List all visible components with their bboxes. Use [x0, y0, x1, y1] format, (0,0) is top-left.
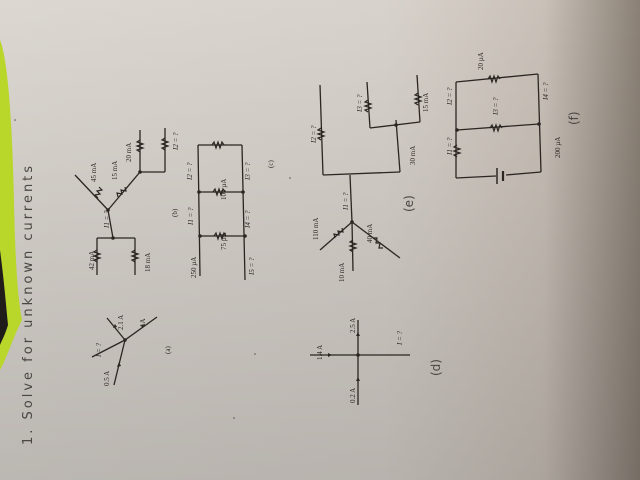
svg-text:15 mA: 15 mA — [422, 93, 430, 112]
circuit-d: 1.4 A 2.5 A 0.2 A I = ? (d) — [310, 318, 443, 405]
circuit-a: 0.5 A 2.1 A 1A I = ? (a) — [91, 315, 172, 386]
svg-text:18 mA: 18 mA — [144, 253, 152, 272]
svg-text:I2 = ?: I2 = ? — [446, 87, 454, 106]
svg-text:110 mA: 110 mA — [312, 218, 320, 241]
highlighter-edge — [0, 40, 22, 370]
svg-text:I2 = ?: I2 = ? — [172, 132, 180, 151]
heading: 1. Solve for unknown currents — [21, 163, 36, 445]
svg-text:100 µA: 100 µA — [220, 179, 228, 200]
svg-text:42 mA: 42 mA — [88, 251, 96, 270]
svg-text:1.4 A: 1.4 A — [316, 345, 324, 360]
svg-text:I = ?: I = ? — [95, 342, 103, 358]
svg-text:I5 = ?: I5 = ? — [248, 257, 256, 276]
svg-text:I3 = ?: I3 = ? — [492, 97, 500, 116]
svg-text:1A: 1A — [139, 318, 147, 327]
dark-binder-edge — [0, 250, 8, 345]
circuit-b-label: (b) — [171, 208, 179, 217]
circuit-b: 42 mA 18 mA 45 mA 15 mA 20 mA I1 = ? I2 … — [74, 128, 180, 275]
svg-text:250 µA: 250 µA — [190, 257, 198, 278]
svg-text:2.5 A: 2.5 A — [349, 318, 357, 333]
svg-text:I1 = ?: I1 = ? — [446, 137, 454, 156]
svg-text:I3 = ?: I3 = ? — [244, 162, 252, 181]
stray-mark — [14, 119, 16, 121]
circuit-d-label: (d) — [429, 359, 443, 376]
circuit-f: 20 µA 200 µA I1 = ? I2 = ? I3 = ? I4 = ?… — [446, 52, 581, 184]
svg-text:2.1 A: 2.1 A — [117, 315, 125, 330]
svg-text:0.2 A: 0.2 A — [349, 388, 357, 403]
svg-text:I2 = ?: I2 = ? — [186, 162, 194, 181]
svg-text:20 mA: 20 mA — [125, 143, 133, 162]
svg-text:20 µA: 20 µA — [477, 52, 485, 70]
svg-text:10 mA: 10 mA — [338, 263, 346, 282]
svg-text:15 mA: 15 mA — [111, 161, 119, 180]
svg-text:I4 = ?: I4 = ? — [542, 82, 550, 101]
circuit-a-label: (a) — [164, 346, 172, 354]
circuit-e: 110 mA 10 mA 40 mA 30 mA 15 mA I1 = ? I2… — [310, 74, 430, 282]
svg-text:I1 = ?: I1 = ? — [187, 207, 195, 226]
circuit-c: 250 µA 75 µA 100 µA I1 = ? I2 = ? I3 = ?… — [186, 140, 275, 281]
svg-text:75 µA: 75 µA — [220, 232, 228, 250]
stray-mark — [233, 417, 235, 419]
svg-text:30 mA: 30 mA — [409, 146, 417, 165]
circuit-e-label: (e) — [402, 195, 416, 212]
circuit-c-label: (c) — [267, 160, 275, 168]
svg-text:0.5 A: 0.5 A — [103, 371, 111, 386]
svg-text:200 µA: 200 µA — [554, 137, 562, 158]
svg-text:I = ?: I = ? — [396, 330, 404, 346]
svg-text:I1 = ?: I1 = ? — [103, 210, 111, 229]
svg-text:I3 = ?: I3 = ? — [356, 94, 364, 113]
svg-text:45 mA: 45 mA — [90, 163, 98, 182]
svg-text:I4 = ?: I4 = ? — [244, 210, 252, 229]
svg-text:40 mA: 40 mA — [366, 224, 374, 243]
heading-text: 1. Solve for unknown currents — [21, 163, 36, 445]
circuit-f-label: (f) — [567, 111, 581, 125]
stray-mark — [289, 177, 291, 179]
stray-mark — [254, 353, 256, 355]
svg-text:I2 = ?: I2 = ? — [310, 125, 318, 144]
svg-text:I1 = ?: I1 = ? — [342, 192, 350, 211]
